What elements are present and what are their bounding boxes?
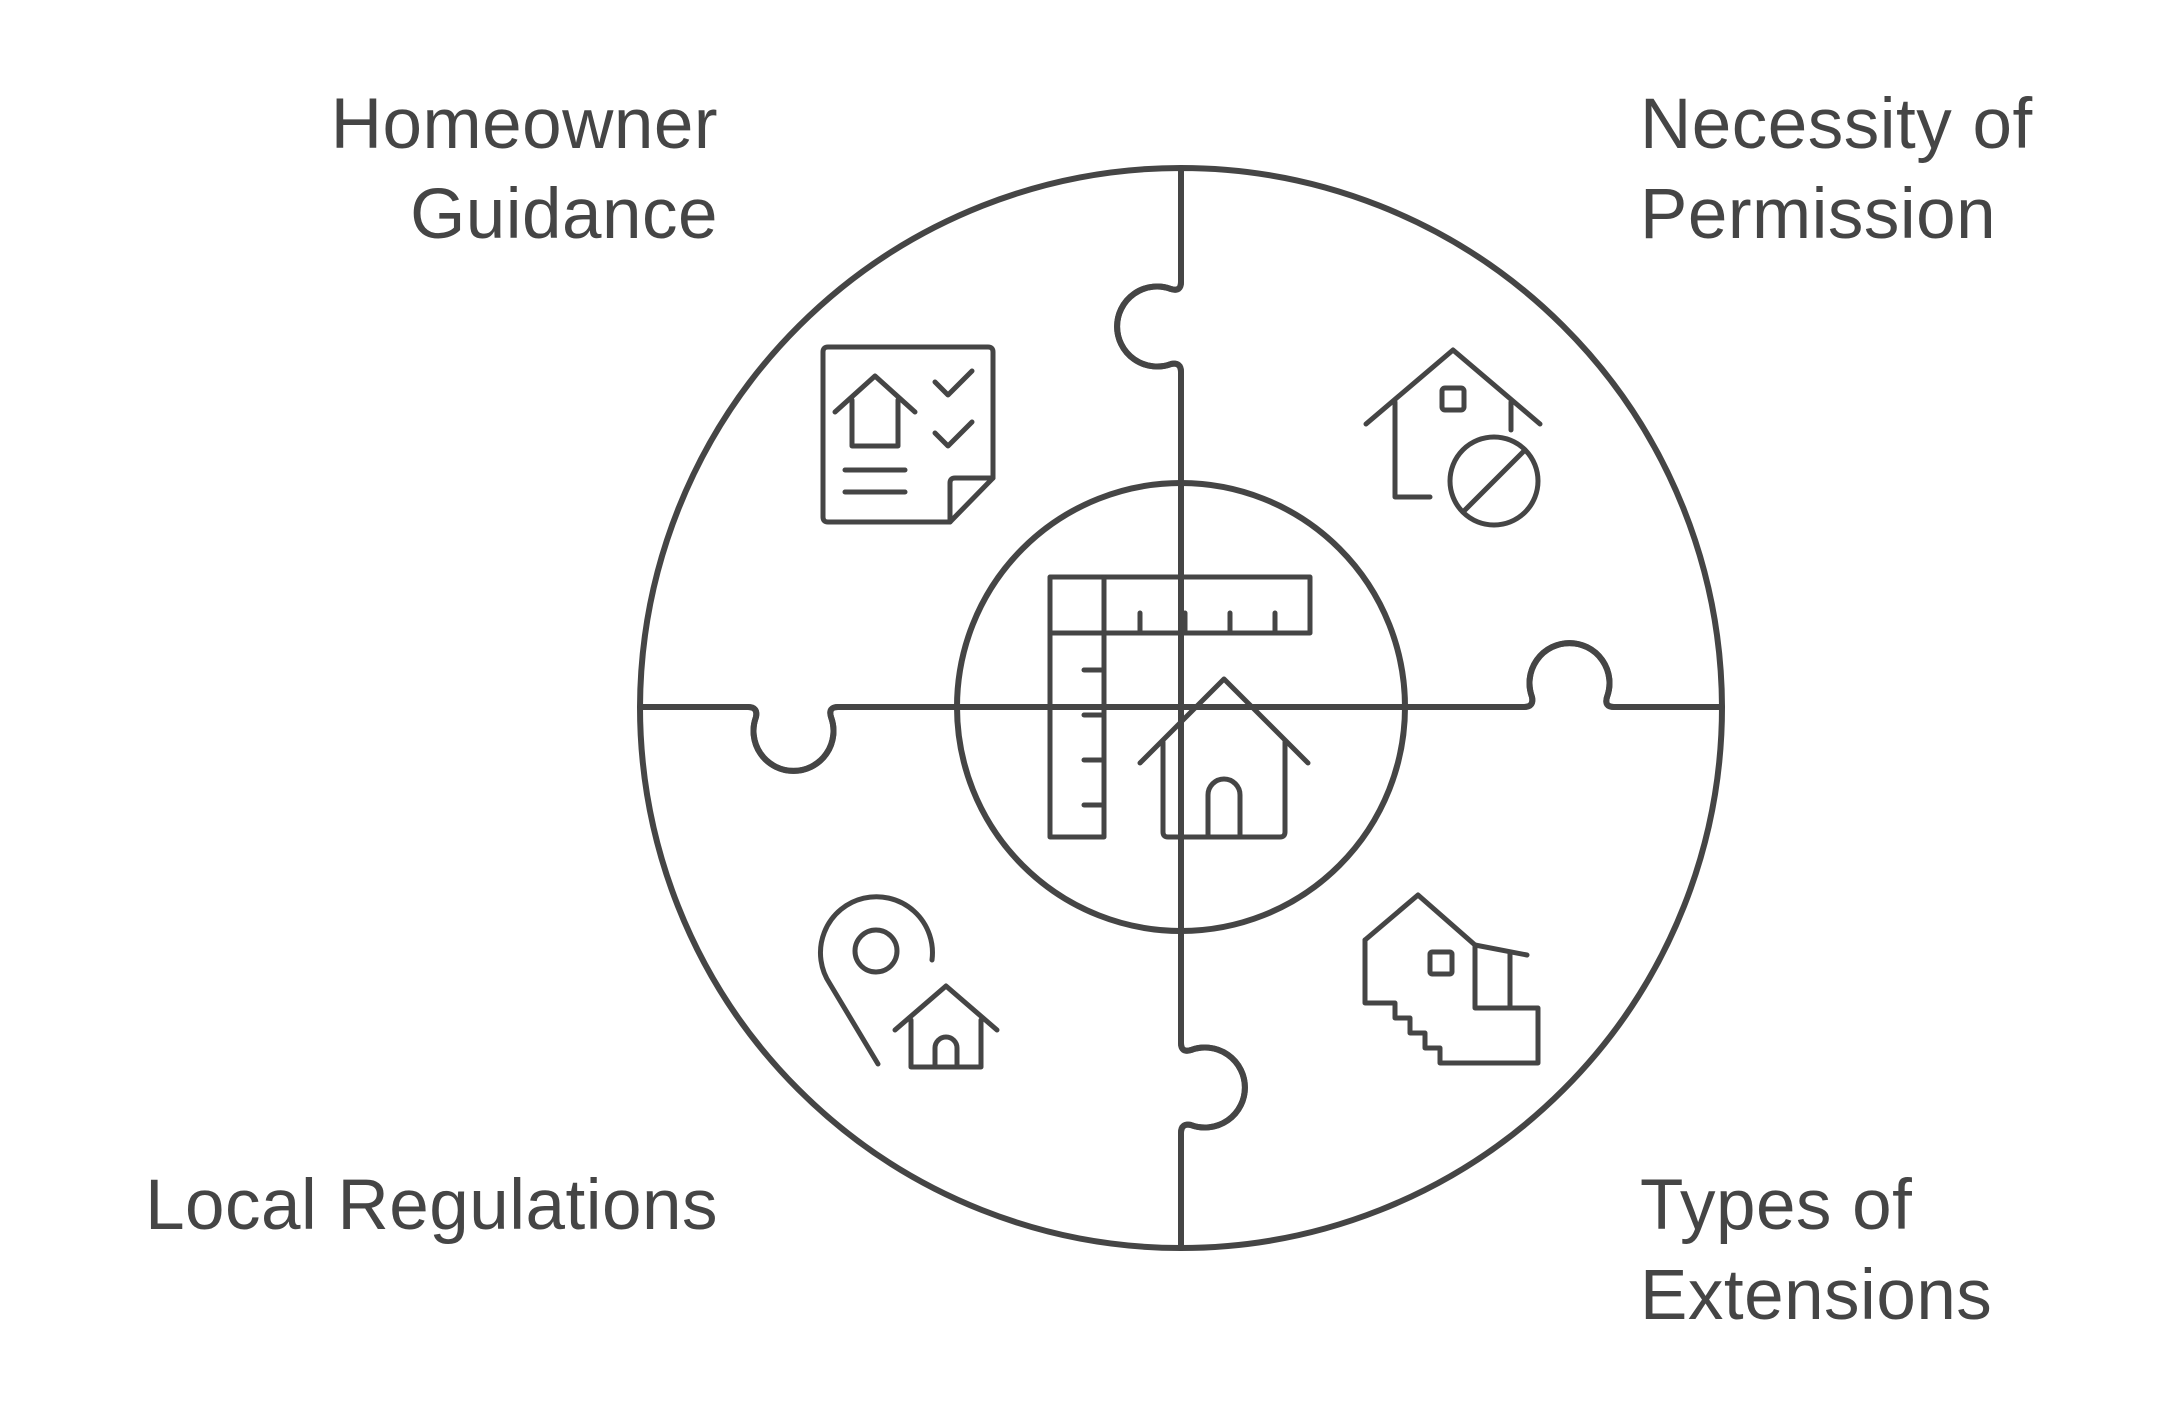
label-homeowner-guidance: Homeowner Guidance	[331, 80, 718, 260]
label-necessity-of-permission: Necessity of Permission	[1640, 80, 2033, 260]
label-line: Permission	[1640, 175, 1997, 254]
label-line: Extensions	[1640, 1256, 1993, 1335]
piece-homeowner-guidance	[637, 165, 1184, 774]
piece-necessity-of-permission	[1114, 165, 1725, 710]
label-local-regulations: Local Regulations	[145, 1161, 718, 1251]
label-line: Types of	[1640, 1166, 1913, 1245]
center-circle	[954, 480, 1408, 934]
location-pin-house-icon	[818, 894, 1000, 1070]
piece-types-of-extensions	[1178, 640, 1725, 1251]
label-line: Guidance	[410, 175, 718, 254]
house-prohibited-icon	[1363, 347, 1543, 528]
house-extension-icon	[1362, 892, 1541, 1066]
label-line: Local Regulations	[145, 1166, 718, 1245]
label-types-of-extensions: Types of Extensions	[1640, 1161, 1992, 1341]
ruler-house-icon	[1047, 574, 1313, 840]
piece-local-regulations	[637, 704, 1248, 1251]
label-line: Homeowner	[330, 85, 718, 164]
checklist-document-icon	[820, 344, 996, 525]
label-line: Necessity of	[1640, 85, 2033, 164]
